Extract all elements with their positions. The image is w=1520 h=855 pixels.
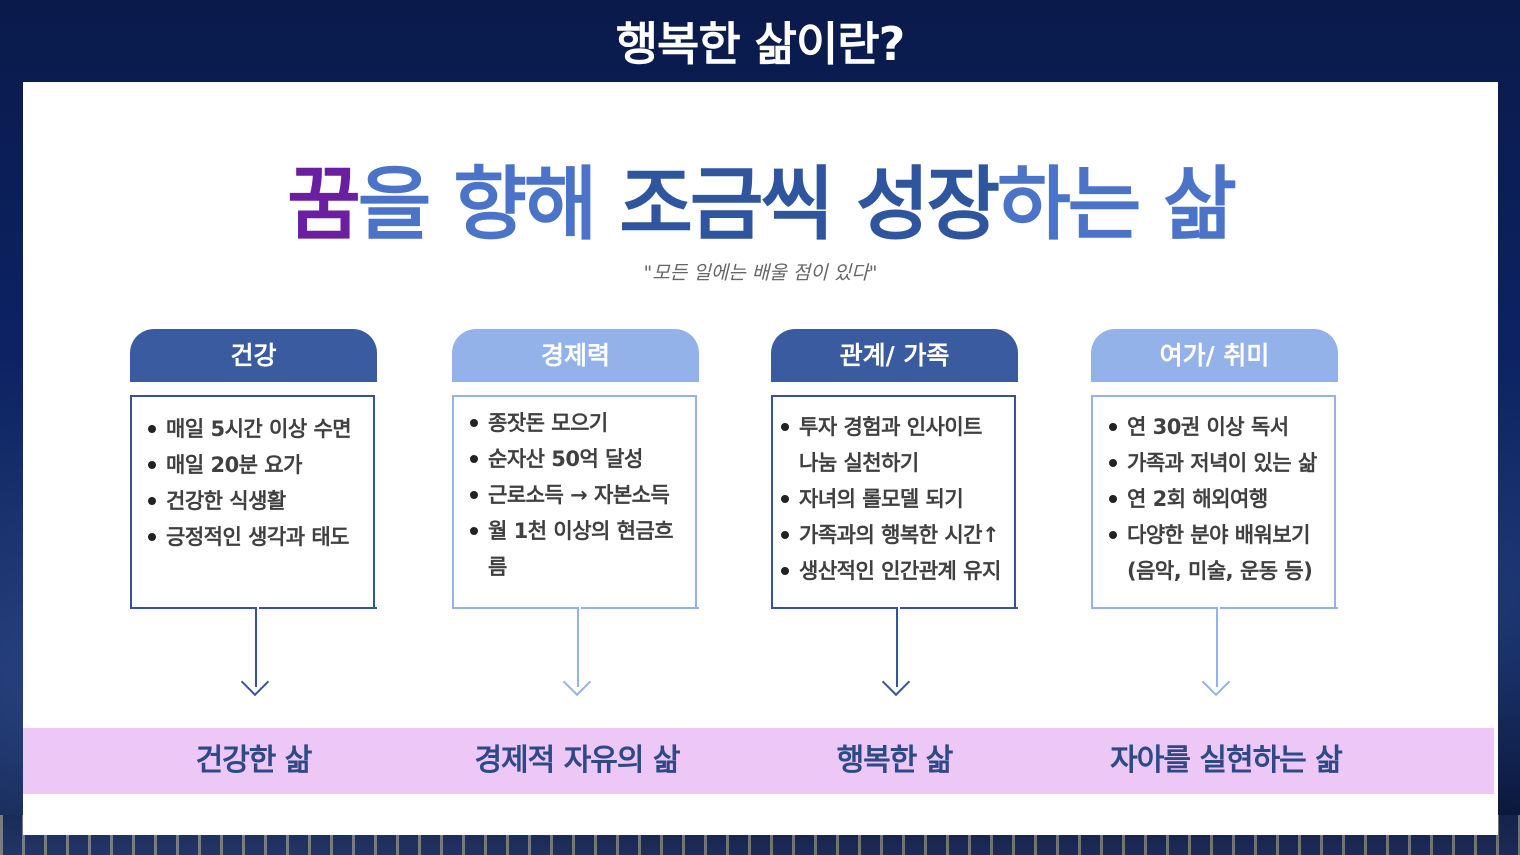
list-item: 다양한 분야 배워보기 (음악, 미술, 운동 등) xyxy=(1107,517,1330,589)
list-item: 생산적인 인간관계 유지 xyxy=(779,553,1010,589)
content-panel: 꿈을 향해 조금씩 성장하는 삶 "모든 일에는 배울 점이 있다" 건강 매일… xyxy=(23,82,1498,835)
list-item: 가족과의 행복한 시간↑ xyxy=(779,517,1010,553)
slide-title: 행복한 삶이란? xyxy=(615,17,906,71)
list-item: 순자산 50억 달성 xyxy=(468,441,691,477)
bullet-icon xyxy=(1109,495,1117,503)
outcome-label: 행복한 삶 xyxy=(836,743,954,778)
bullet-icon xyxy=(148,533,156,541)
arrow-head-icon xyxy=(240,667,270,697)
column-box: 종잣돈 모으기 순자산 50억 달성 근로소득 → 자본소득 월 1천 이상의 … xyxy=(452,395,697,609)
box-bottom-border xyxy=(581,607,699,609)
box-bottom-border xyxy=(130,607,255,609)
quote: "모든 일에는 배울 점이 있다" xyxy=(643,262,878,284)
column-box: 연 30권 이상 독서 가족과 저녁이 있는 삶 연 2회 해외여행 다양한 분… xyxy=(1091,395,1336,609)
headline-part-2: 을 향해 xyxy=(357,158,620,251)
column-header: 건강 xyxy=(130,329,377,382)
arrow-down-icon xyxy=(577,607,579,687)
outcome-band: 건강한 삶 경제적 자유의 삶 행복한 삶 자아를 실현하는 삶 xyxy=(23,728,1494,794)
outcome-label: 자아를 실현하는 삶 xyxy=(1110,743,1343,778)
list-item: 가족과 저녁이 있는 삶 xyxy=(1107,445,1330,481)
headline-part-4: 하는 삶 xyxy=(997,158,1237,251)
list-item: 긍정적인 생각과 태도 xyxy=(146,519,369,555)
list-item: 종잣돈 모으기 xyxy=(468,405,691,441)
box-bottom-border xyxy=(900,607,1018,609)
box-bottom-border xyxy=(259,607,377,609)
list-item: 근로소득 → 자본소득 xyxy=(468,477,691,513)
headline: 꿈을 향해 조금씩 성장하는 삶 xyxy=(23,160,1498,250)
bullet-icon xyxy=(148,497,156,505)
bullet-icon xyxy=(148,461,156,469)
arrow-down-icon xyxy=(1216,607,1218,687)
item-list: 투자 경험과 인사이트 나눔 실천하기 자녀의 롤모델 되기 가족과의 행복한 … xyxy=(779,409,1010,589)
box-bottom-border xyxy=(452,607,577,609)
list-item: 연 2회 해외여행 xyxy=(1107,481,1330,517)
headline-part-1: 꿈 xyxy=(287,158,361,251)
list-item: 매일 5시간 이상 수면 xyxy=(146,411,369,447)
bullet-icon xyxy=(470,527,478,535)
list-item: 매일 20분 요가 xyxy=(146,447,369,483)
bullet-icon xyxy=(781,567,789,575)
column-family: 관계/ 가족 투자 경험과 인사이트 나눔 실천하기 자녀의 롤모델 되기 가족… xyxy=(771,329,1018,709)
column-health: 건강 매일 5시간 이상 수면 매일 20분 요가 건강한 식생활 긍정적인 생… xyxy=(130,329,377,709)
bullet-icon xyxy=(470,455,478,463)
list-item: 투자 경험과 인사이트 나눔 실천하기 xyxy=(779,409,1010,481)
bullet-icon xyxy=(781,531,789,539)
outcome-label: 경제적 자유의 삶 xyxy=(474,743,680,778)
box-bottom-border xyxy=(1091,607,1216,609)
bullet-icon xyxy=(1109,531,1117,539)
arrow-down-icon xyxy=(896,607,898,687)
column-header: 경제력 xyxy=(452,329,699,382)
arrow-head-icon xyxy=(562,667,592,697)
bullet-icon xyxy=(781,423,789,431)
column-box: 매일 5시간 이상 수면 매일 20분 요가 건강한 식생활 긍정적인 생각과 … xyxy=(130,395,375,609)
list-item: 월 1천 이상의 현금흐름 xyxy=(468,513,691,585)
arrow-head-icon xyxy=(881,667,911,697)
column-leisure: 여가/ 취미 연 30권 이상 독서 가족과 저녁이 있는 삶 연 2회 해외여… xyxy=(1091,329,1338,709)
list-item: 연 30권 이상 독서 xyxy=(1107,409,1330,445)
item-list: 종잣돈 모으기 순자산 50억 달성 근로소득 → 자본소득 월 1천 이상의 … xyxy=(468,405,691,585)
box-bottom-border xyxy=(1220,607,1338,609)
bullet-icon xyxy=(148,425,156,433)
bullet-icon xyxy=(470,491,478,499)
item-list: 연 30권 이상 독서 가족과 저녁이 있는 삶 연 2회 해외여행 다양한 분… xyxy=(1107,409,1330,589)
bullet-icon xyxy=(470,419,478,427)
column-header: 관계/ 가족 xyxy=(771,329,1018,382)
bullet-icon xyxy=(1109,423,1117,431)
bullet-icon xyxy=(1109,459,1117,467)
bullet-icon xyxy=(781,495,789,503)
outcome-label: 건강한 삶 xyxy=(195,743,313,778)
box-bottom-border xyxy=(771,607,896,609)
arrow-down-icon xyxy=(255,607,257,687)
headline-part-3: 조금씩 성장 xyxy=(619,158,1000,251)
column-header: 여가/ 취미 xyxy=(1091,329,1338,382)
column-wealth: 경제력 종잣돈 모으기 순자산 50억 달성 근로소득 → 자본소득 월 1천 … xyxy=(452,329,699,709)
column-box: 투자 경험과 인사이트 나눔 실천하기 자녀의 롤모델 되기 가족과의 행복한 … xyxy=(771,395,1016,609)
list-item: 자녀의 롤모델 되기 xyxy=(779,481,1010,517)
list-item: 건강한 식생활 xyxy=(146,483,369,519)
arrow-head-icon xyxy=(1201,667,1231,697)
item-list: 매일 5시간 이상 수면 매일 20분 요가 건강한 식생활 긍정적인 생각과 … xyxy=(146,411,369,555)
